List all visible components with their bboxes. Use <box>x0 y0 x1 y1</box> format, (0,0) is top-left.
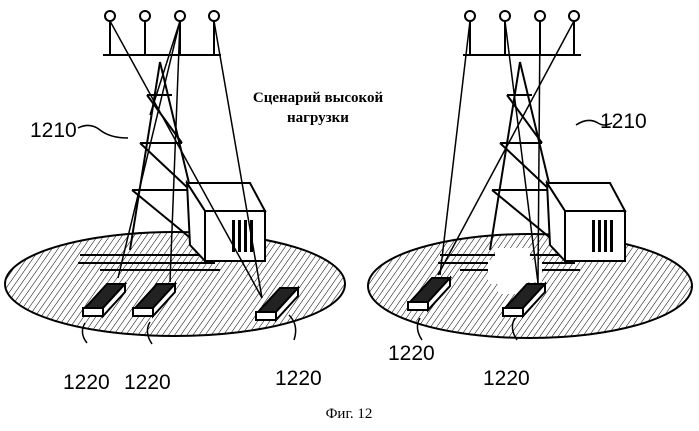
terminal-label: 1220 <box>388 342 435 365</box>
figure-caption: Фиг. 12 <box>326 406 373 422</box>
left-scene: 1210 1220 1220 1220 <box>5 11 345 394</box>
terminal-label: 1220 <box>124 371 171 394</box>
terminal-label: 1220 <box>483 367 530 390</box>
tower-label: 1210 <box>30 119 77 142</box>
scenario-title-line2: нагрузки <box>287 110 349 126</box>
right-scene: 1210 1220 1220 <box>368 11 692 390</box>
terminal-label: 1220 <box>275 367 322 390</box>
scenario-title-line1: Сценарий высокой <box>253 90 384 106</box>
tower-label: 1210 <box>600 110 647 133</box>
terminal-label: 1220 <box>63 371 110 394</box>
